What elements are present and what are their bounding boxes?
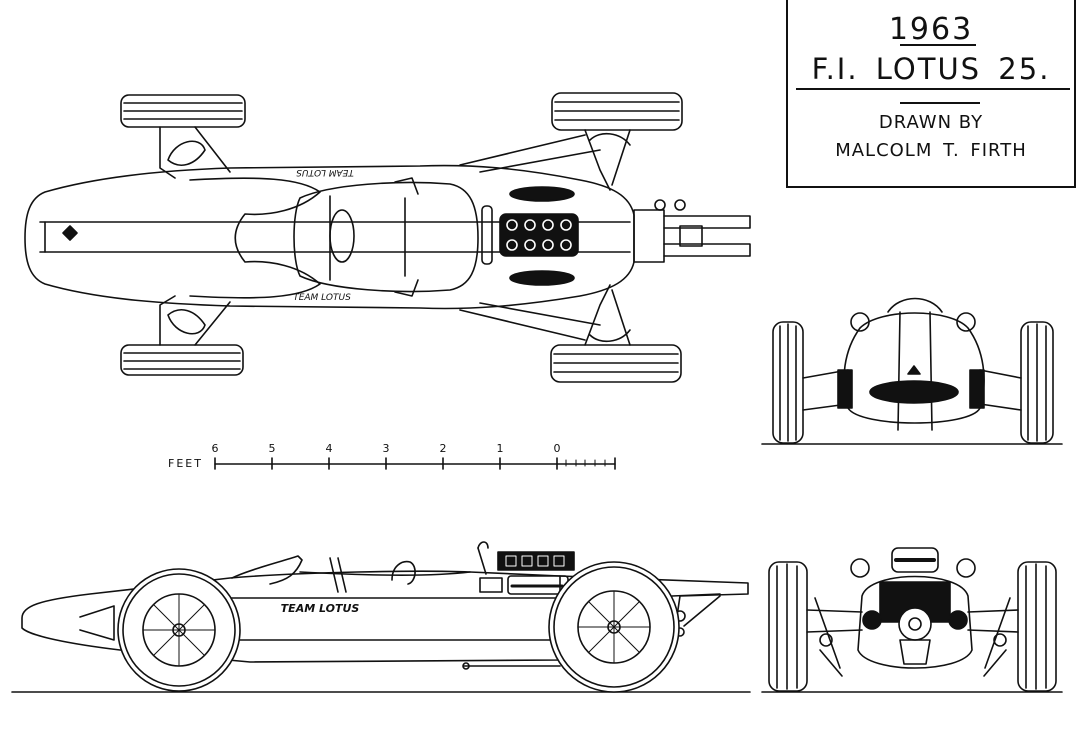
plan-wheel-front-left — [120, 94, 246, 128]
side-livery-text: TEAM LOTUS — [281, 602, 360, 615]
title-underline — [796, 88, 1070, 90]
scale-tick-label: 1 — [497, 442, 504, 455]
author-name: MALCOLM T. FIRTH — [835, 140, 1027, 161]
drawing-year: 1963 — [888, 12, 974, 47]
side-engine — [479, 551, 575, 595]
plan-intake-bottom — [509, 270, 575, 286]
plan-gearbox — [633, 199, 751, 263]
side-body-outline — [21, 570, 749, 663]
plan-intake-top — [509, 186, 575, 202]
plan-wheel-rear-left — [551, 92, 683, 131]
side-wheel-rear — [548, 561, 680, 693]
plan-livery-top: TEAM LOTUS — [296, 167, 354, 177]
scale-tick-label: 6 — [212, 442, 219, 455]
drawn-by-label: DRAWN BY — [878, 112, 984, 133]
rear-view-suspension — [806, 597, 1019, 677]
scale-tick-label: 2 — [440, 442, 447, 455]
year-underline — [900, 44, 976, 46]
title-block: 1963 F.I. LOTUS 25. DRAWN BY MALCOLM T. … — [786, 0, 1076, 188]
plan-engine-trumpets — [499, 213, 579, 257]
plan-livery-bottom: TEAM LOTUS — [293, 293, 351, 303]
rear-view-wheel-left — [768, 561, 808, 692]
rear-view-wheel-right — [1017, 561, 1057, 692]
scale-unit-label: FEET — [168, 457, 203, 470]
front-view — [761, 297, 1063, 445]
front-view-wheel-left — [772, 321, 804, 444]
drawing-title: F.I. LOTUS 25. — [811, 52, 1051, 86]
scale-tick-label: 3 — [383, 442, 390, 455]
side-windscreen — [231, 555, 303, 585]
divider-line — [900, 102, 980, 104]
front-view-radiator-intake — [869, 380, 959, 404]
rear-view-engine-gearbox — [850, 547, 976, 669]
side-wheel-front — [117, 568, 241, 692]
scale-tick-label: 5 — [269, 442, 276, 455]
plan-view: TEAM LOTUS TEAM LOTUS — [24, 92, 751, 383]
rear-view — [761, 547, 1063, 693]
front-view-wheel-right — [1020, 321, 1054, 444]
plan-cockpit — [293, 177, 479, 297]
plan-body-outline — [24, 164, 635, 310]
lotus-badge-icon — [62, 225, 78, 241]
plan-wheel-rear-right — [550, 344, 682, 383]
plan-wheel-front-right — [120, 344, 244, 376]
scale-tick-label: 0 — [554, 442, 561, 455]
side-elevation: TEAM LOTUS — [11, 541, 751, 693]
scale-bar: FEET 6 5 4 3 2 1 0 — [168, 442, 616, 470]
scale-tick-label: 4 — [326, 442, 333, 455]
plan-front-suspension — [159, 126, 231, 346]
